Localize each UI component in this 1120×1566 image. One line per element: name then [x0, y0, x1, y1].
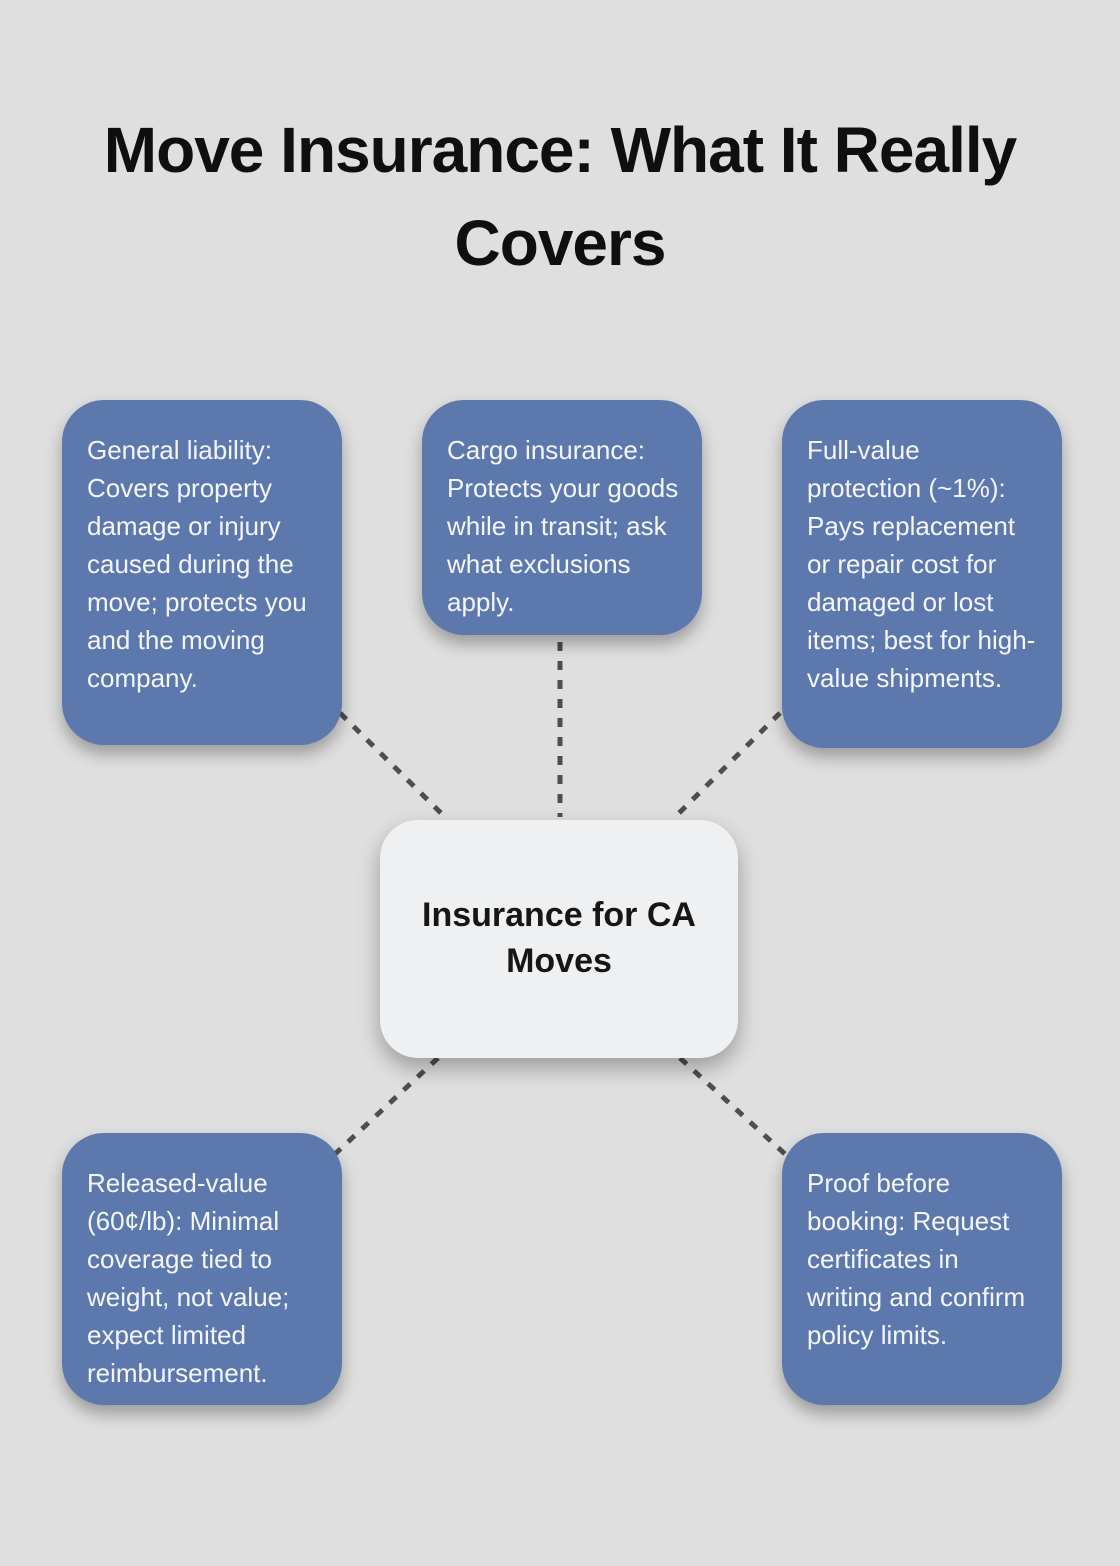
page-title: Move Insurance: What It Really Covers — [103, 114, 1017, 279]
node-text: General liability: Covers property damag… — [87, 435, 307, 693]
node-text: Proof before booking: Request certificat… — [807, 1168, 1026, 1350]
node-general-liability: General liability: Covers property damag… — [62, 400, 342, 745]
connector-line-proof-before-booking — [678, 1056, 787, 1156]
node-text: Cargo insurance: Protects your goods whi… — [447, 435, 679, 617]
connector-line-released-value — [333, 1056, 440, 1156]
node-cargo-insurance: Cargo insurance: Protects your goods whi… — [422, 400, 702, 635]
connector-line-general-liability — [338, 711, 450, 822]
node-released-value: Released-value (60¢/lb): Minimal coverag… — [62, 1133, 342, 1405]
center-node-label: Insurance for CA Moves — [422, 896, 696, 980]
node-text: Released-value (60¢/lb): Minimal coverag… — [87, 1168, 290, 1388]
node-proof-before-booking: Proof before booking: Request certificat… — [782, 1133, 1062, 1405]
node-full-value-protection: Full-value protection (~1%): Pays replac… — [782, 400, 1062, 748]
center-node: Insurance for CA Moves — [380, 820, 738, 1058]
node-text: Full-value protection (~1%): Pays replac… — [807, 435, 1036, 693]
connector-line-full-value-protection — [670, 711, 782, 822]
